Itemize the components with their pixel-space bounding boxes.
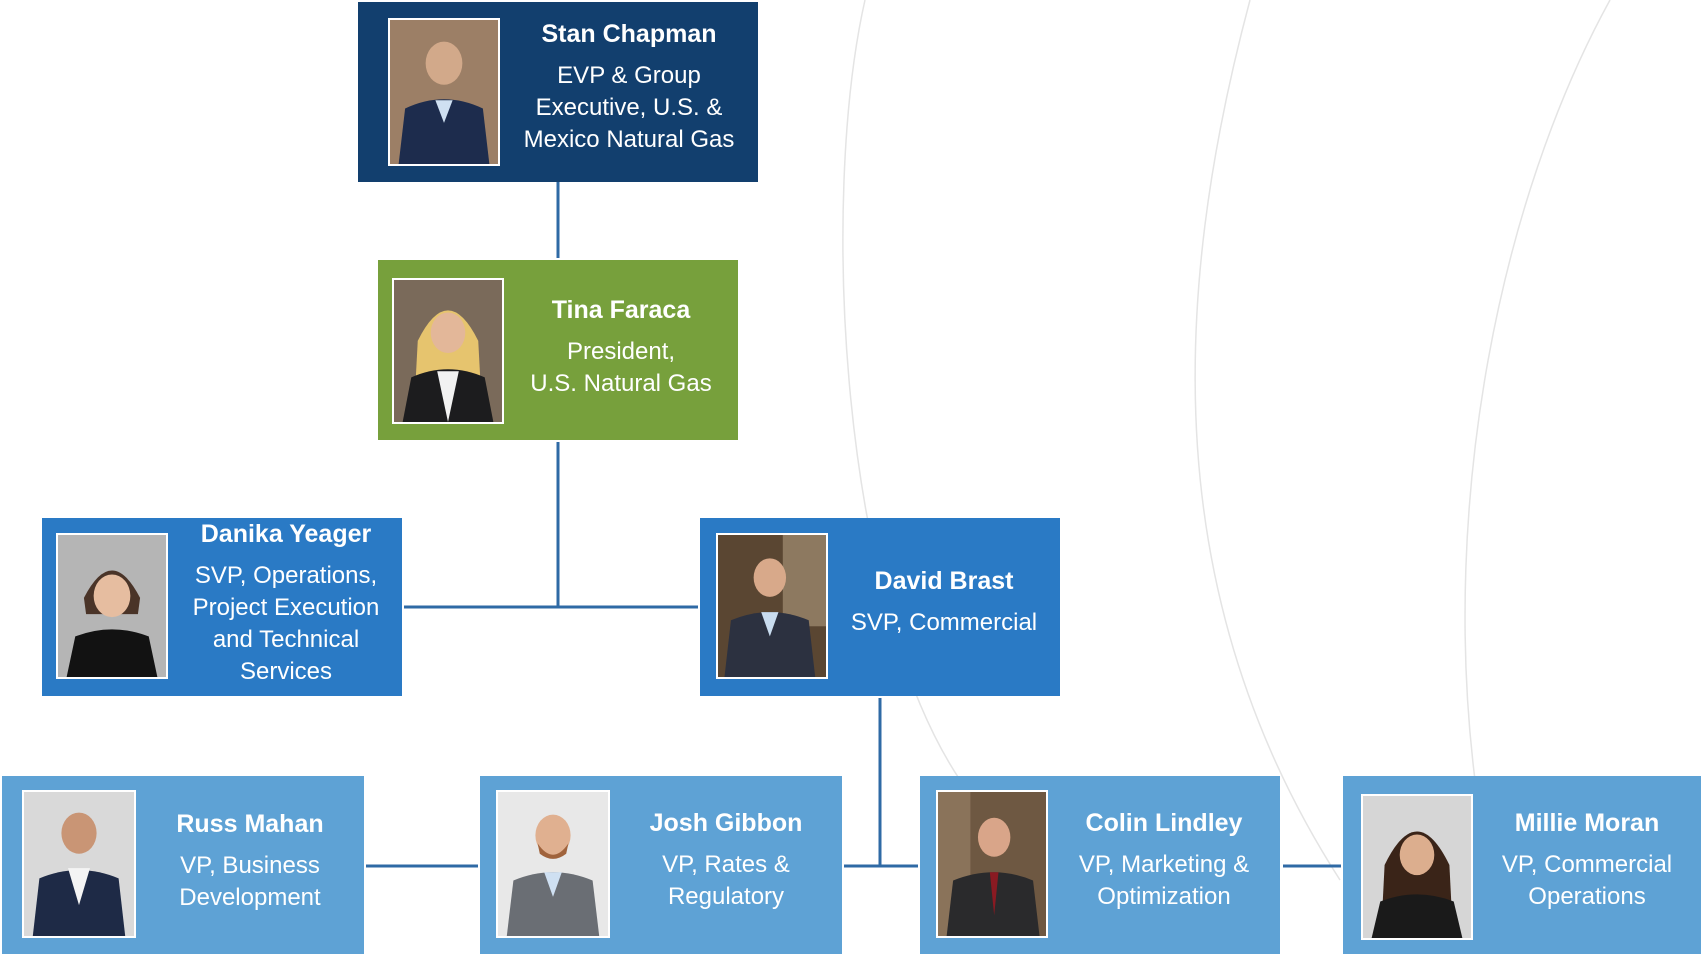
person-title: President, U.S. Natural Gas	[530, 338, 712, 397]
person-name: Millie Moran	[1514, 809, 1660, 837]
person-title: VP, Business Development	[179, 852, 321, 911]
org-node-david-brast[interactable]: David Brast SVP, Commercial	[700, 518, 1060, 696]
person-title: SVP, Commercial	[850, 609, 1038, 636]
portrait-photo	[392, 278, 504, 424]
person-name: Danika Yeager	[200, 520, 372, 548]
org-node-russ-mahan[interactable]: Russ Mahan VP, Business Development	[2, 776, 364, 954]
org-node-danika-yeager[interactable]: Danika Yeager SVP, Operations, Project E…	[42, 518, 402, 696]
portrait-photo	[716, 533, 828, 679]
portrait-photo	[936, 790, 1048, 938]
person-name: Stan Chapman	[541, 20, 717, 48]
person-name: Russ Mahan	[176, 810, 324, 838]
portrait-photo	[388, 18, 500, 166]
person-title: VP, Commercial Operations	[1501, 851, 1673, 910]
org-node-stan-chapman[interactable]: Stan Chapman EVP & Group Executive, U.S.…	[358, 2, 758, 182]
portrait-photo	[1361, 794, 1473, 940]
person-title: EVP & Group Executive, U.S. & Mexico Nat…	[523, 62, 735, 153]
person-name: Tina Faraca	[551, 296, 691, 324]
portrait-photo	[496, 790, 610, 938]
org-node-colin-lindley[interactable]: Colin Lindley VP, Marketing & Optimizati…	[920, 776, 1280, 954]
person-title: VP, Rates & Regulatory	[662, 851, 790, 910]
org-node-tina-faraca[interactable]: Tina Faraca President, U.S. Natural Gas	[378, 260, 738, 440]
person-name: David Brast	[874, 567, 1014, 595]
org-node-josh-gibbon[interactable]: Josh Gibbon VP, Rates & Regulatory	[480, 776, 842, 954]
portrait-photo	[56, 533, 168, 679]
org-node-millie-moran[interactable]: Millie Moran VP, Commercial Operations	[1343, 776, 1701, 954]
person-title: SVP, Operations, Project Execution and T…	[192, 562, 380, 685]
person-name: Colin Lindley	[1085, 809, 1243, 837]
portrait-photo	[22, 790, 136, 938]
person-name: Josh Gibbon	[649, 809, 803, 837]
person-title: VP, Marketing & Optimization	[1078, 851, 1250, 910]
